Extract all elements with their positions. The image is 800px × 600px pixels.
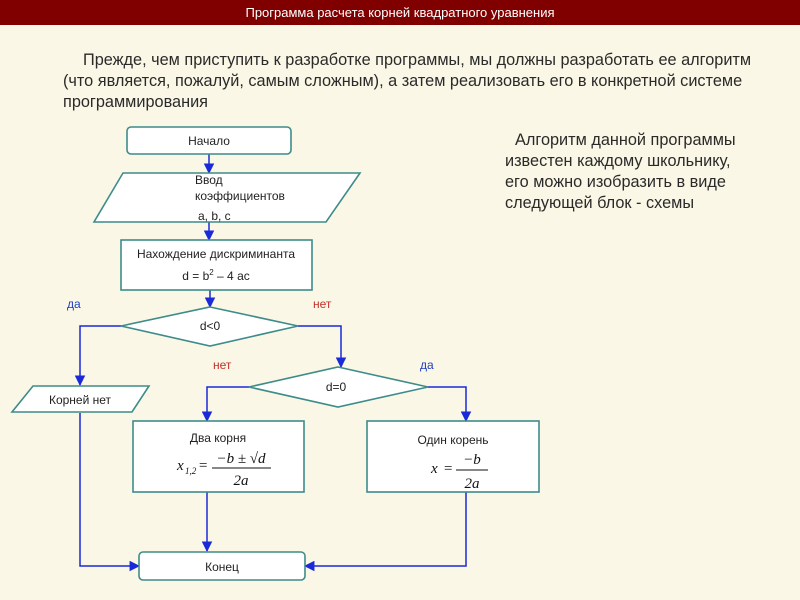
discriminant-block: Нахождение дискриминанта d = b2 – 4 ac <box>120 239 313 291</box>
arrow-cond1-no <box>298 325 347 369</box>
one-root-formula: x = −b 2a <box>430 452 488 492</box>
svg-text:2a: 2a <box>465 476 480 492</box>
input-label-line2: коэффициентов <box>195 189 285 203</box>
no-roots-block: Корней нет <box>10 385 151 413</box>
start-block: Начало <box>126 126 292 155</box>
input-vars: a, b, c <box>198 209 231 223</box>
disc-label: Нахождение дискриминанта <box>137 247 295 261</box>
no-roots-label: Корней нет <box>49 393 112 407</box>
connectors <box>74 154 472 572</box>
svg-text:2a: 2a <box>234 473 249 489</box>
one-root-block: Один корень x = −b 2a <box>366 420 540 493</box>
input-label-line1: Ввод <box>195 173 223 187</box>
cond2-label: d=0 <box>326 380 347 394</box>
svg-text:=: = <box>443 461 453 477</box>
arrow-noroots-to-end <box>79 413 141 572</box>
two-roots-label: Два корня <box>190 431 246 445</box>
arrow-one-to-end <box>303 492 467 572</box>
end-block: Конец <box>138 551 306 581</box>
start-label: Начало <box>188 134 230 148</box>
svg-text:−b: −b <box>463 452 481 468</box>
two-roots-formula: x 1,2 = −b ± √d 2a <box>176 451 271 489</box>
intro-paragraph: Прежде, чем приступить к разработке прог… <box>63 51 752 111</box>
arrow-cond2-yes <box>428 386 472 423</box>
cond2-no-label: нет <box>213 358 232 372</box>
slide-title: Программа расчета корней квадратного ура… <box>0 0 800 25</box>
arrow-cond1-yes <box>74 325 121 387</box>
svg-text:x: x <box>430 461 438 477</box>
arrow-cond2-no <box>201 386 249 423</box>
end-label: Конец <box>205 560 239 574</box>
svg-text:x: x <box>176 458 184 474</box>
one-root-label: Один корень <box>417 433 488 447</box>
side-paragraph: Алгоритм данной программы известен каждо… <box>505 131 736 212</box>
cond2-yes-label: да <box>420 358 434 372</box>
cond1-no-label: нет <box>313 297 332 311</box>
disc-formula: d = b2 – 4 ac <box>182 268 250 283</box>
condition-d-lt-0: d<0 <box>120 306 299 347</box>
cond1-label: d<0 <box>200 319 221 333</box>
two-roots-block: Два корня x 1,2 = −b ± √d 2a <box>132 420 305 493</box>
cond1-yes-label: да <box>67 297 81 311</box>
condition-d-eq-0: d=0 <box>248 366 429 408</box>
svg-text:−b ± √d: −b ± √d <box>216 451 266 467</box>
svg-text:1,2: 1,2 <box>185 466 197 476</box>
svg-text:=: = <box>198 458 208 474</box>
input-block: Ввод коэффициентов a, b, c <box>92 172 362 223</box>
